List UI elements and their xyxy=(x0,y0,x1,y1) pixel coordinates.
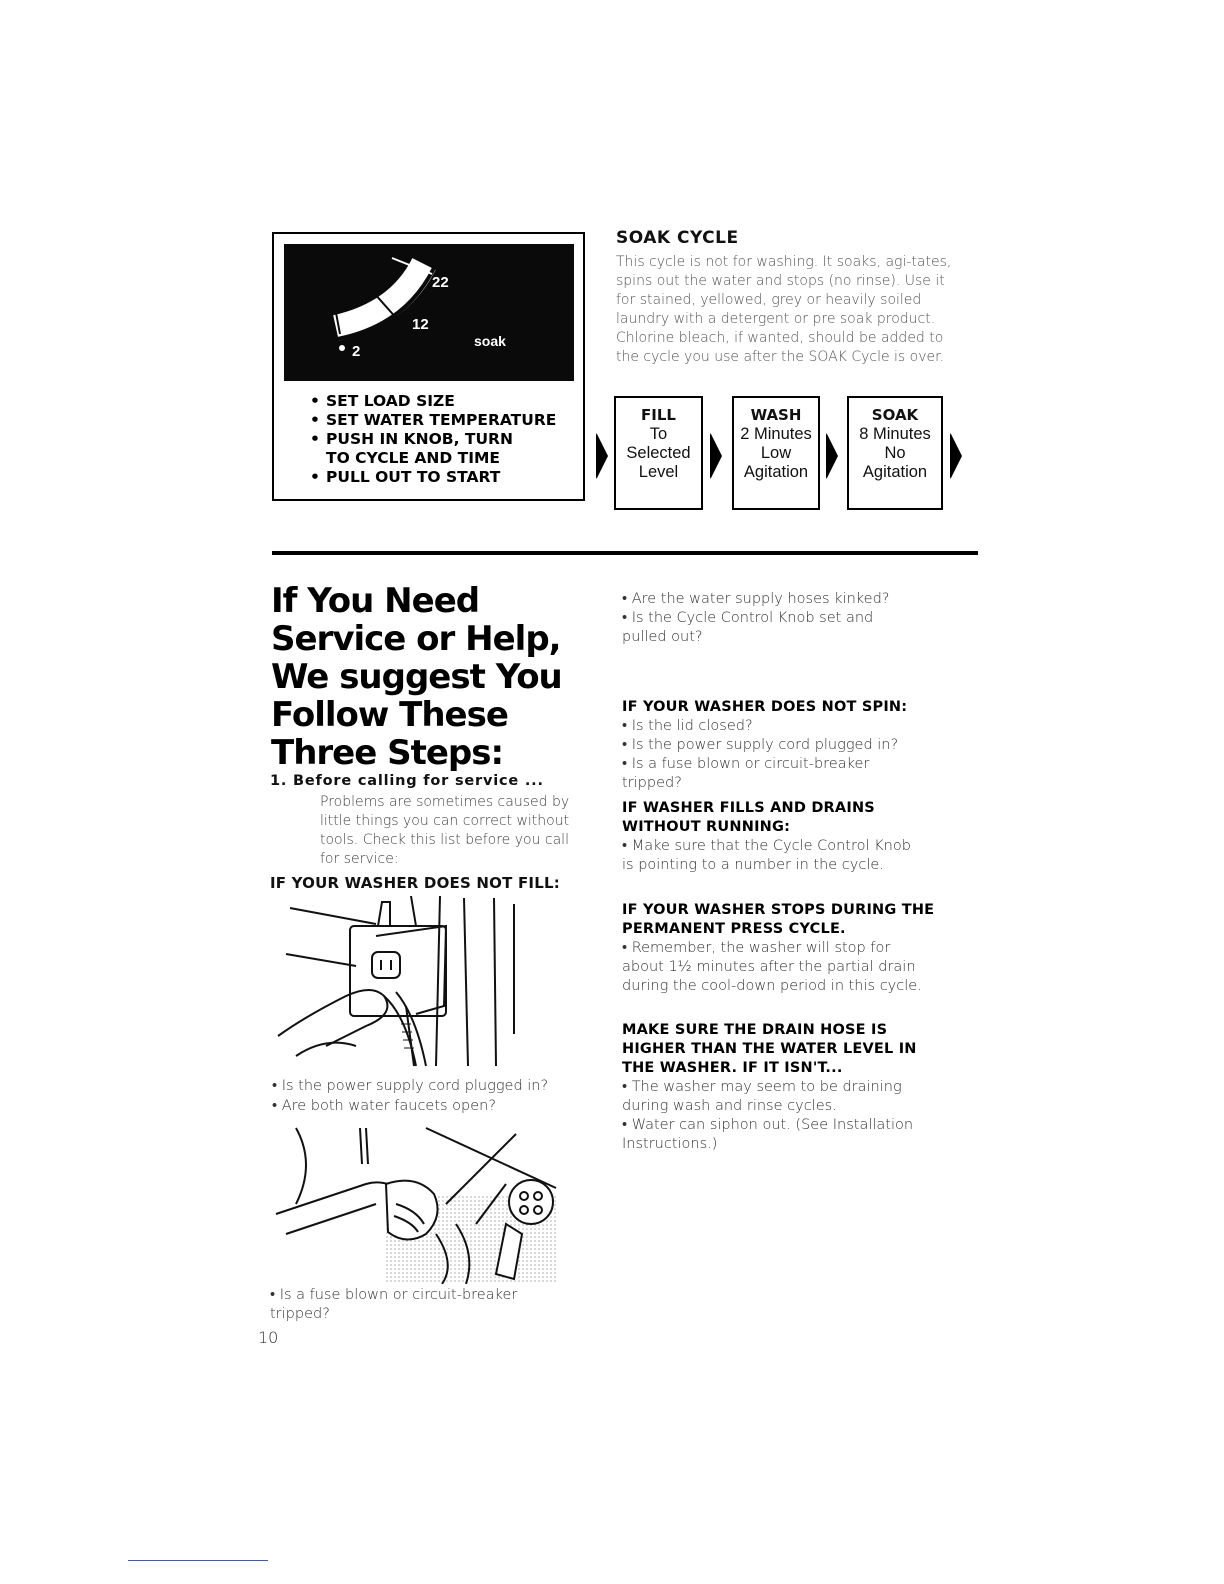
page-number: 10 xyxy=(258,1328,279,1347)
dial-arc-icon xyxy=(331,257,436,351)
stops-heading: IF YOUR WASHER STOPS DURING THE PERMANEN… xyxy=(622,902,935,937)
cycle-step-line: Agitation xyxy=(862,463,928,481)
drain-item: • The washer may seem to be draining dur… xyxy=(622,1079,902,1114)
instruction-item: PUSH IN KNOB, TURN TO CYCLE AND TIME xyxy=(310,430,540,468)
answer-text: Water can siphon out. (See Installation … xyxy=(622,1117,914,1152)
cycle-step-title: SOAK xyxy=(871,406,919,424)
question-hoses: • Are the water supply hoses kinked? xyxy=(622,591,890,607)
question-text: Are both water faucets open? xyxy=(281,1098,497,1114)
cycle-step-line: Low xyxy=(760,444,792,462)
soak-cycle-description: This cycle is not for washing. It soaks,… xyxy=(616,254,952,365)
cycle-step-title: FILL xyxy=(641,406,676,424)
question-text: Is a fuse blown or circuit-breaker tripp… xyxy=(270,1287,518,1322)
instruction-item: PULL OUT TO START xyxy=(310,468,556,487)
question-text: Is the power supply cord plugged in? xyxy=(281,1078,549,1094)
arrow-right-icon xyxy=(826,432,838,480)
setup-instructions: SET LOAD SIZE SET WATER TEMPERATURE PUSH… xyxy=(310,392,556,487)
question-text: Is the Cycle Control Knob set and pulled… xyxy=(622,610,874,645)
question-fuse: • Is a fuse blown or circuit-breaker tri… xyxy=(622,756,870,791)
cycle-step-line: Level xyxy=(638,463,679,481)
instruction-item: SET LOAD SIZE xyxy=(310,392,556,411)
question-text: Are the water supply hoses kinked? xyxy=(631,591,890,607)
soak-cycle-title: SOAK CYCLE xyxy=(616,228,739,248)
cycle-step-line: No xyxy=(884,444,906,462)
dial-graphic: 22 12 2 soak xyxy=(284,244,574,381)
cycle-step-line: Selected xyxy=(626,444,691,462)
question-fuse: • Is a fuse blown or circuit-breaker tri… xyxy=(270,1287,518,1322)
service-heading: If You Need Service or Help, We suggest … xyxy=(271,581,563,773)
footnote-rule xyxy=(128,1560,268,1561)
dial-number-12: 12 xyxy=(412,316,429,333)
cycle-step-line: To xyxy=(649,425,668,443)
answer-text: The washer may seem to be draining durin… xyxy=(622,1079,902,1114)
question-lid: • Is the lid closed? xyxy=(622,718,753,734)
question-text: Is a fuse blown or circuit-breaker tripp… xyxy=(622,756,870,791)
dial-number-2: 2 xyxy=(352,343,361,360)
arrow-right-icon xyxy=(950,432,962,480)
fills-drains-text: • Make sure that the Cycle Control Knob … xyxy=(622,838,911,873)
section-divider xyxy=(272,551,978,555)
cycle-step-fill: FILL To Selected Level xyxy=(614,396,703,510)
faucet-illustration-icon xyxy=(275,1127,557,1284)
dial-number-22: 22 xyxy=(432,274,449,291)
step1-body: Problems are sometimes caused by little … xyxy=(270,793,585,869)
drain-item: • Water can siphon out. (See Installatio… xyxy=(622,1117,914,1152)
step1-title: 1. Before calling for service ... xyxy=(270,773,544,789)
arrow-right-icon xyxy=(596,432,608,480)
cycle-step-line: Agitation xyxy=(743,463,809,481)
not-fill-heading: IF YOUR WASHER DOES NOT FILL: xyxy=(270,874,560,892)
instruction-item: SET WATER TEMPERATURE xyxy=(310,411,556,430)
question-text: Is the power supply cord plugged in? xyxy=(631,737,899,753)
answer-text: Remember, the washer will stop for about… xyxy=(622,940,922,994)
cycle-step-wash: WASH 2 Minutes Low Agitation xyxy=(732,396,820,510)
question-power-cord: • Is the power supply cord plugged in? xyxy=(272,1078,549,1094)
cycle-step-line: 8 Minutes xyxy=(859,425,931,443)
cycle-step-title: WASH xyxy=(750,406,802,424)
plug-outlet-illustration-icon xyxy=(277,896,515,1067)
cycle-step-line: 2 Minutes xyxy=(740,425,812,443)
stops-text: • Remember, the washer will stop for abo… xyxy=(622,940,922,994)
arrow-right-icon xyxy=(710,432,722,480)
dial-soak-label: soak xyxy=(474,333,506,349)
question-faucets: • Are both water faucets open? xyxy=(272,1098,497,1114)
step1-text: Problems are sometimes caused by little … xyxy=(320,794,570,867)
question-knob: • Is the Cycle Control Knob set and pull… xyxy=(622,610,874,645)
answer-text: Make sure that the Cycle Control Knob is… xyxy=(622,838,911,873)
cycle-dial-panel: 22 12 2 soak SET LOAD SIZE SET WATER TEM… xyxy=(272,232,585,501)
question-power-cord: • Is the power supply cord plugged in? xyxy=(622,737,899,753)
question-text: Is the lid closed? xyxy=(631,718,753,734)
fills-drains-heading: IF WASHER FILLS AND DRAINS WITHOUT RUNNI… xyxy=(622,800,875,835)
drain-hose-heading: MAKE SURE THE DRAIN HOSE IS HIGHER THAN … xyxy=(622,1022,917,1076)
cycle-step-soak: SOAK 8 Minutes No Agitation xyxy=(847,396,943,510)
not-spin-heading: IF YOUR WASHER DOES NOT SPIN: xyxy=(622,699,908,715)
